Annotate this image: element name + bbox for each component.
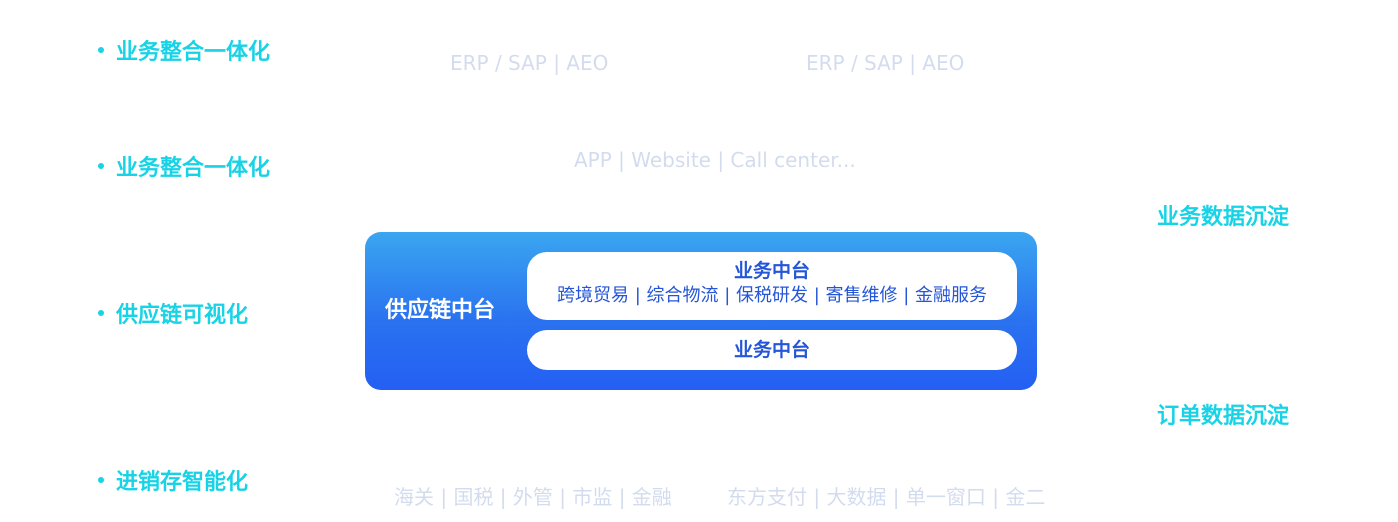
left-item-inventory-intelligence: 进销存智能化 [98,464,248,496]
bullet-dot-icon [98,47,104,53]
business-center-title: 业务中台 [733,260,810,282]
left-item-label: 业务整合一体化 [116,156,271,181]
left-item-label: 业务整合一体化 [116,40,271,65]
business-center-pill: 业务中台 跨境贸易 | 综合物流 | 保税研发 | 寄售维修 | 金融服务 [527,252,1017,320]
bottom-system-label-right: 东方支付 | 大数据 | 单一窗口 | 金二 [727,485,1046,509]
left-item-label: 进销存智能化 [116,470,249,495]
lower-center-title: 业务中台 [733,339,810,361]
bullet-dot-icon [98,163,104,169]
bullet-dot-icon [98,477,104,483]
lower-center-pill: 业务中台 [527,330,1017,370]
platform-title: 供应链中台 [385,298,496,323]
bottom-system-label-left: 海关 | 国税 | 外管 | 市监 | 金融 [394,485,672,509]
top-system-label-left: ERP / SAP | AEO [450,51,609,75]
left-item-business-integration-2: 业务整合一体化 [98,150,270,182]
left-item-business-integration-1: 业务整合一体化 [98,34,270,66]
top-system-label-right: ERP / SAP | AEO [806,51,965,75]
supply-chain-platform-box: 供应链中台 业务中台 跨境贸易 | 综合物流 | 保税研发 | 寄售维修 | 金… [365,232,1037,390]
left-item-supply-chain-visibility: 供应链可视化 [98,297,248,329]
left-item-label: 供应链可视化 [116,303,249,328]
business-data-label: 业务数据沉淀 [1157,205,1290,230]
bullet-dot-icon [98,310,104,316]
order-data-label: 订单数据沉淀 [1157,404,1290,429]
business-center-modules: 跨境贸易 | 综合物流 | 保税研发 | 寄售维修 | 金融服务 [556,285,988,306]
channels-label: APP | Website | Call center... [574,148,856,172]
